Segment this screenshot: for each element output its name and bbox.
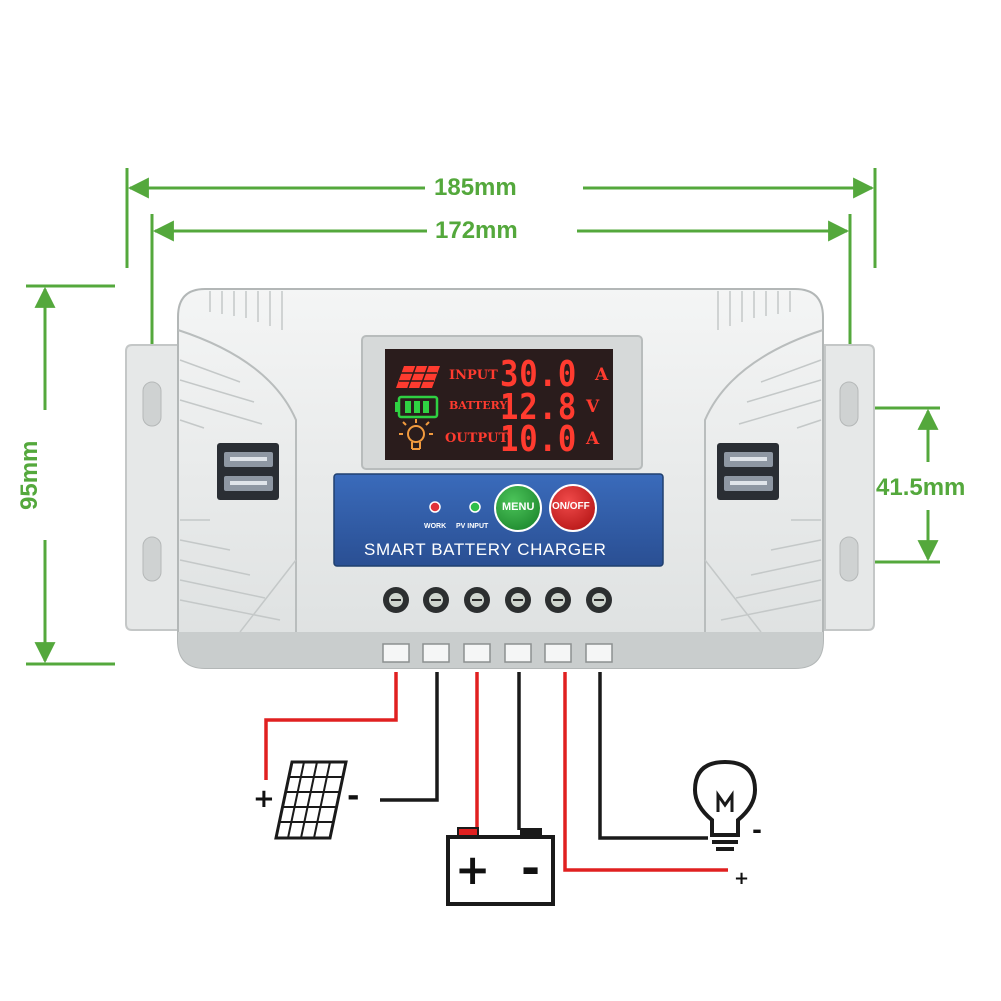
- work-indicator-label: WORK: [424, 523, 447, 530]
- housing: [177, 288, 824, 669]
- terminal-screw: [464, 587, 490, 613]
- terminal-screw: [505, 587, 531, 613]
- lcd-battery-value: 12.8: [500, 387, 578, 428]
- dimension-lines: [26, 168, 940, 666]
- lcd-input-label: INPUT: [449, 368, 498, 383]
- left-flange: [125, 344, 179, 631]
- terminal-openings: [382, 643, 613, 663]
- lcd-input-value: 30.0: [500, 354, 578, 395]
- solar-negative-wire: [380, 672, 439, 802]
- load-positive-wire: [563, 672, 728, 872]
- battery-icon: [395, 395, 439, 419]
- left-slot-top: [142, 381, 162, 427]
- load-negative-mark: -: [752, 816, 762, 844]
- solar-panel-icon-large: [274, 760, 348, 840]
- right-slot-bottom: [839, 536, 859, 582]
- solar-negative-mark: -: [347, 779, 360, 814]
- work-led: [429, 501, 441, 513]
- bulb-icon: [399, 419, 433, 450]
- lcd-battery-unit: V: [586, 397, 600, 417]
- right-wing: [704, 291, 824, 633]
- usb-ports-right: [717, 443, 779, 500]
- pv-input-indicator-label: PV INPUT: [456, 523, 489, 530]
- lcd-battery-label: BATTERY: [449, 399, 508, 412]
- dim-overall-width-label: 185mm: [434, 174, 517, 201]
- left-slot-bottom: [142, 536, 162, 582]
- dim-height-label: 95mm: [16, 440, 43, 510]
- battery-positive-mark: +: [455, 845, 491, 894]
- load-negative-wire: [598, 672, 708, 840]
- terminal-screw: [383, 587, 409, 613]
- lcd-output-label: OUTPUT: [445, 431, 509, 446]
- solar-panel-icon: [396, 365, 440, 389]
- solar-positive-mark: +: [253, 784, 275, 814]
- lcd-output-value: 10.0: [500, 419, 578, 460]
- load-positive-mark: +: [734, 868, 750, 889]
- lcd-input-unit: A: [595, 365, 609, 385]
- usb-ports-left: [217, 443, 279, 500]
- terminal-screw: [586, 587, 612, 613]
- left-wing: [177, 291, 297, 633]
- menu-button-shape: [494, 484, 542, 532]
- mounting-flanges: [125, 344, 875, 631]
- terminal-screws: [383, 587, 612, 613]
- right-flange: [824, 344, 875, 631]
- wiring: [264, 672, 728, 872]
- lcd-output-unit: A: [586, 429, 600, 449]
- solar-positive-wire: [264, 672, 398, 780]
- onoff-button-shape: [549, 484, 597, 532]
- brand-text: SMART BATTERY CHARGER: [364, 540, 607, 559]
- dim-mount-width-label: 172mm: [435, 217, 518, 244]
- dim-mount-height-label: 41.5mm: [876, 474, 966, 501]
- menu-button[interactable]: MENU: [502, 501, 535, 513]
- pv-input-led: [469, 501, 481, 513]
- battery-negative-mark: -: [521, 841, 541, 895]
- onoff-button[interactable]: ON/OFF: [552, 501, 590, 512]
- terminal-screw: [423, 587, 449, 613]
- battery-icon-large: [446, 827, 555, 906]
- right-slot-top: [839, 381, 859, 427]
- terminal-screw: [545, 587, 571, 613]
- bulb-icon-large: [692, 759, 758, 851]
